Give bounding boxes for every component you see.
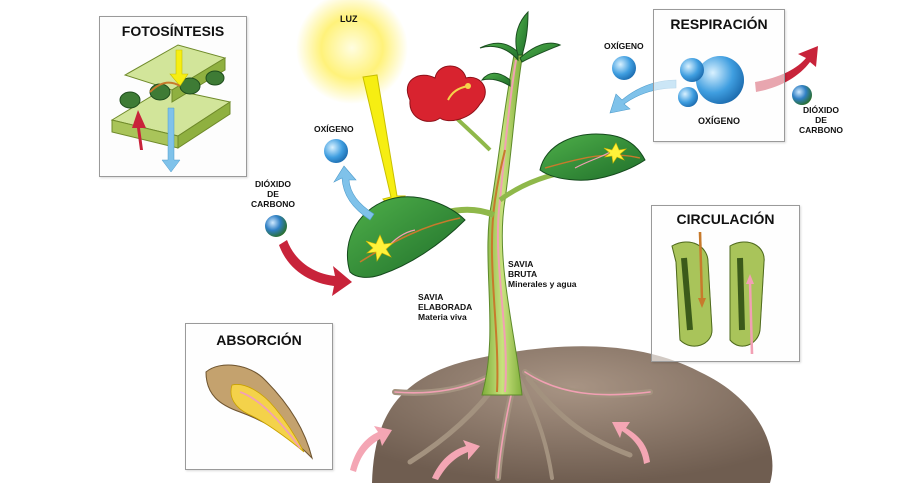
raw-sap-line bbox=[496, 59, 517, 393]
respiration-oxygen-label: OXÍGENO bbox=[697, 116, 740, 126]
flower bbox=[407, 65, 486, 122]
co2-right-line2: DE bbox=[815, 114, 827, 125]
oxygen-arrow-left bbox=[333, 165, 375, 221]
co2-right-line1: DIÓXIDO bbox=[803, 105, 839, 115]
co2-label-left: DIÓXIDO DE CARBONO bbox=[246, 179, 300, 209]
processed-sap-line3: Materia viva bbox=[418, 311, 467, 322]
leaf-left bbox=[346, 196, 466, 278]
elaborated-sap-line bbox=[490, 149, 506, 393]
light-arrow bbox=[362, 74, 406, 215]
processed-sap-line2: ELABORADA bbox=[418, 301, 473, 312]
raw-sap-line2: BRUTA bbox=[508, 268, 538, 279]
respiration-title: RESPIRACIÓN bbox=[670, 16, 768, 32]
raw-sap-line1: SAVIA bbox=[508, 259, 534, 269]
oxygen-bubble-right bbox=[612, 56, 636, 80]
co2-bubble-right bbox=[792, 85, 812, 105]
co2-arrow-left bbox=[279, 240, 352, 296]
photosynthesis-box: FOTOSÍNTESIS bbox=[99, 16, 247, 177]
co2-left-line1: DIÓXIDO bbox=[255, 179, 291, 189]
light-label: LUZ bbox=[340, 14, 358, 24]
co2-right-line3: CARBONO bbox=[799, 124, 843, 135]
respiration-box: RESPIRACIÓN OXÍGENO bbox=[653, 9, 785, 142]
co2-left-line3: CARBONO bbox=[251, 198, 295, 209]
co2-bubble-left bbox=[265, 215, 287, 237]
top-leaves bbox=[479, 10, 562, 87]
soil bbox=[372, 346, 773, 483]
photosynthesis-title: FOTOSÍNTESIS bbox=[121, 23, 225, 39]
sun bbox=[296, 0, 408, 104]
processed-sap-line1: SAVIA bbox=[418, 292, 444, 302]
stem bbox=[481, 49, 524, 396]
absorption-box: ABSORCIÓN bbox=[185, 323, 333, 470]
raw-sap-label: SAVIA BRUTA Minerales y agua bbox=[508, 259, 577, 289]
co2-left-line2: DE bbox=[267, 188, 279, 199]
co2-label-right: DIÓXIDO DE CARBONO bbox=[792, 105, 850, 135]
raw-sap-line3: Minerales y agua bbox=[508, 278, 577, 289]
leaf-right bbox=[539, 133, 646, 181]
oxygen-label-right: OXÍGENO bbox=[604, 41, 644, 51]
processed-sap-label: SAVIA ELABORADA Materia viva bbox=[418, 292, 473, 322]
circulation-title: CIRCULACIÓN bbox=[676, 211, 775, 227]
absorption-title: ABSORCIÓN bbox=[216, 332, 302, 348]
oxygen-label-left: OXÍGENO bbox=[314, 124, 354, 134]
absorption-arrows bbox=[350, 422, 650, 480]
oxygen-bubble-left bbox=[324, 139, 348, 163]
circulation-box: CIRCULACIÓN bbox=[651, 205, 800, 362]
